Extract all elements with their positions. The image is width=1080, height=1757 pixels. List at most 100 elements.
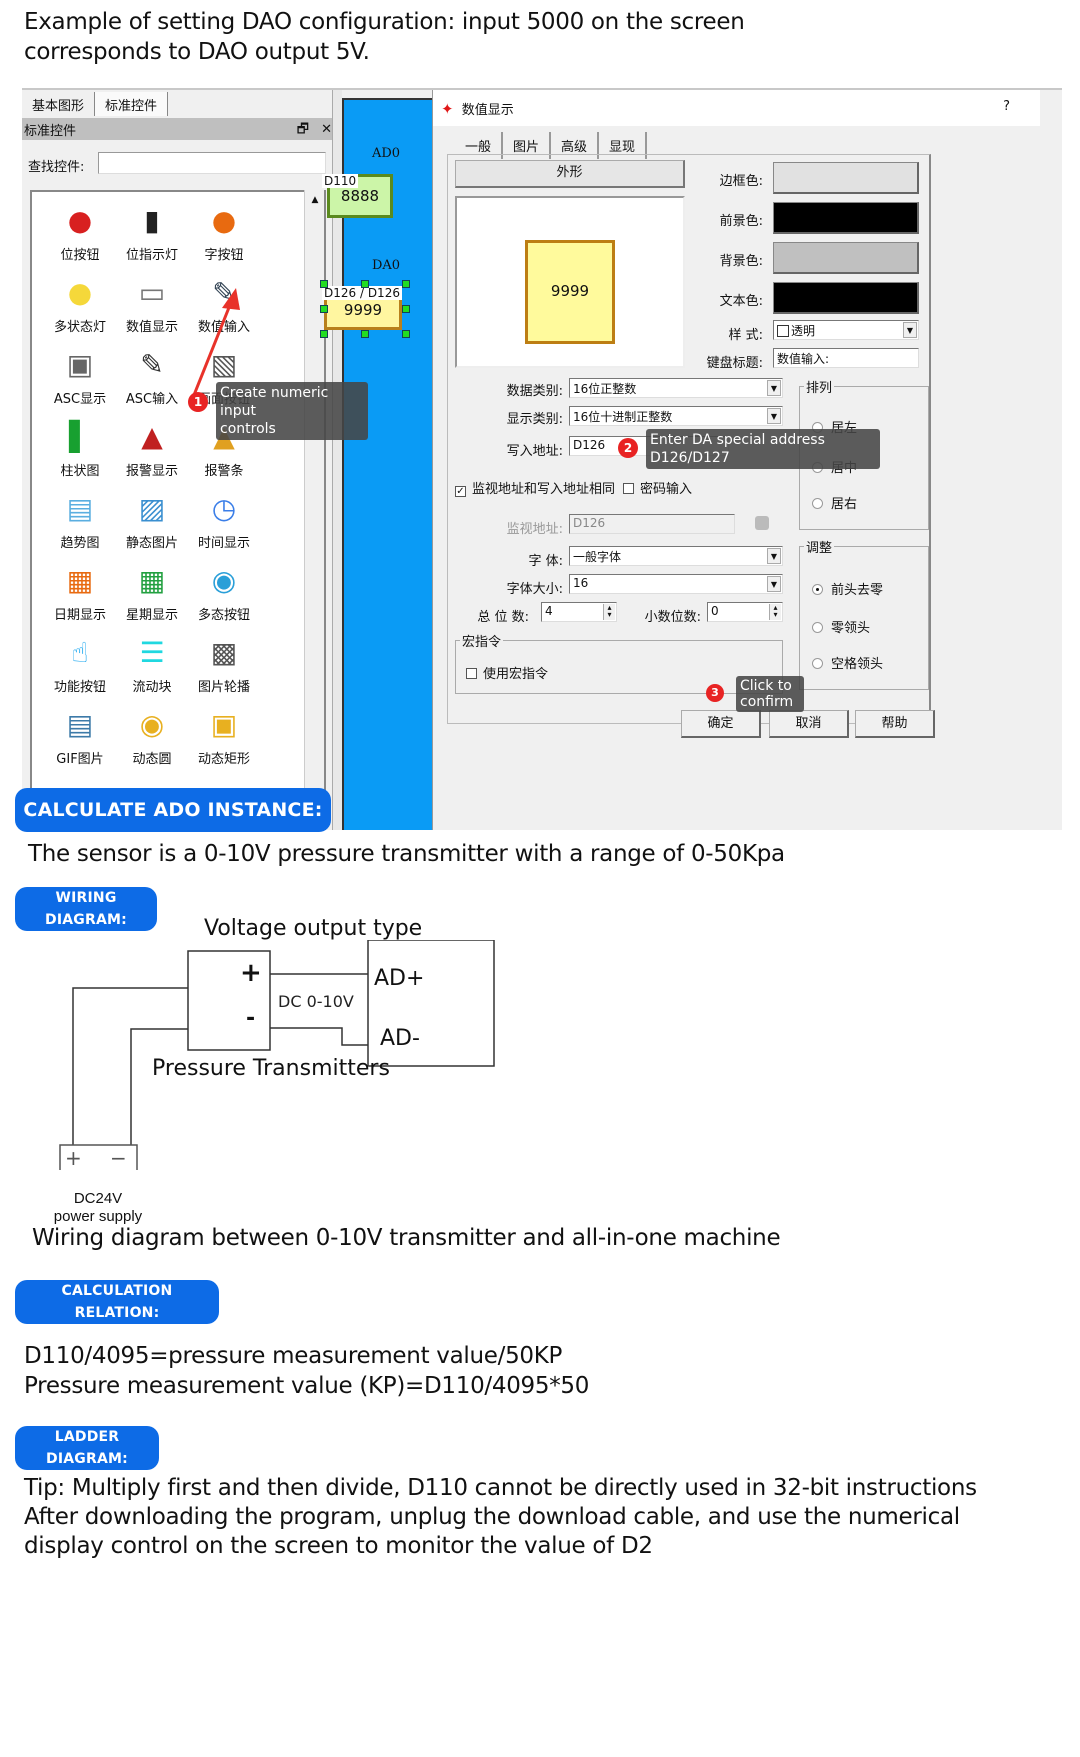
- control-item[interactable]: ▤趋势图: [40, 490, 120, 570]
- bg-color-swatch[interactable]: [773, 242, 919, 274]
- control-item[interactable]: ☝功能按钮: [40, 634, 120, 714]
- control-item[interactable]: ◉多态按钮: [184, 562, 264, 642]
- tab-picture[interactable]: 图片: [503, 132, 552, 159]
- border-color-label: 边框色:: [719, 174, 763, 189]
- monitor-address-label: 监视地址:: [506, 522, 563, 537]
- wiring-diagram: [59, 940, 495, 1170]
- section-heading-wiring: WIRING DIAGRAM:: [15, 887, 157, 931]
- controls-scrollbar[interactable]: ▲: [304, 190, 324, 830]
- control-item[interactable]: ▣动态矩形: [184, 706, 264, 786]
- total-digits-spinner[interactable]: 4 ▴▾: [541, 602, 617, 622]
- control-item[interactable]: ✎ASC输入: [112, 346, 192, 426]
- light-bulb-icon: ●: [67, 275, 93, 309]
- tab-basic-shapes[interactable]: 基本图形: [22, 92, 96, 116]
- step-badge-2: 2: [618, 438, 638, 458]
- control-label: 动态矩形: [197, 752, 250, 767]
- control-item[interactable]: ☰流动块: [112, 634, 192, 714]
- align-group-title: 排列: [804, 377, 835, 396]
- spinner-arrows-icon[interactable]: ▴▾: [603, 604, 615, 620]
- fg-color-swatch[interactable]: [773, 202, 919, 234]
- resize-handle[interactable]: [402, 305, 410, 313]
- search-controls-input[interactable]: [98, 152, 326, 174]
- cancel-button[interactable]: 取消: [769, 710, 849, 738]
- control-item[interactable]: ▭数值显示: [112, 274, 192, 354]
- preview-numeric-box: 9999: [525, 240, 615, 344]
- control-item[interactable]: ▦星期显示: [112, 562, 192, 642]
- chevron-down-icon[interactable]: ▼: [903, 322, 917, 338]
- resize-handle[interactable]: [402, 330, 410, 338]
- ok-button[interactable]: 确定: [681, 710, 761, 738]
- control-item[interactable]: ▩图片轮播: [184, 634, 264, 714]
- password-input-checkbox[interactable]: 密码输入: [623, 478, 692, 497]
- decimal-digits-spinner[interactable]: 0 ▴▾: [707, 602, 783, 622]
- chevron-down-icon[interactable]: ▼: [767, 548, 781, 564]
- align-right-radio[interactable]: 居右: [812, 493, 857, 512]
- text-color-swatch[interactable]: [773, 282, 919, 314]
- leading-zero-removed-radio[interactable]: 前头去零: [812, 579, 883, 598]
- wiring-title: Voltage output type: [204, 916, 423, 941]
- ascii-monitor-icon: ▣: [66, 347, 94, 381]
- spinner-arrows-icon[interactable]: ▴▾: [769, 604, 781, 620]
- tab-visibility[interactable]: 显现: [599, 132, 648, 159]
- control-item[interactable]: ●字按钮: [184, 202, 264, 282]
- tab-standard-controls[interactable]: 标准控件: [95, 92, 169, 116]
- intro-line-1: Example of setting DAO configuration: in…: [24, 9, 745, 35]
- font-select[interactable]: 一般字体 ▼: [569, 546, 783, 566]
- search-label: 查找控件:: [28, 160, 85, 175]
- transmitter-label: Pressure Transmitters: [152, 1056, 390, 1081]
- control-item[interactable]: ▲报警显示: [112, 418, 192, 498]
- use-macro-checkbox[interactable]: 使用宏指令: [466, 663, 548, 682]
- control-item[interactable]: ▦日期显示: [40, 562, 120, 642]
- calendar-7-icon: ▦: [138, 563, 166, 597]
- control-item[interactable]: ▨静态图片: [112, 490, 192, 570]
- resize-handle[interactable]: [361, 280, 369, 288]
- help-button[interactable]: 帮助: [855, 710, 935, 738]
- ado-label: AD0: [372, 146, 401, 161]
- panel-window-controls[interactable]: 🗗 ✕: [296, 122, 336, 137]
- keyboard-title-input[interactable]: 数值输入:: [773, 348, 919, 368]
- chevron-down-icon[interactable]: ▼: [767, 576, 781, 592]
- space-leading-radio[interactable]: 空格领头: [812, 653, 883, 672]
- help-icon[interactable]: ?: [1003, 99, 1010, 114]
- control-label: 静态图片: [125, 536, 178, 551]
- font-size-value: 16: [573, 576, 589, 590]
- resize-handle[interactable]: [320, 280, 328, 288]
- control-item[interactable]: ◷时间显示: [184, 490, 264, 570]
- password-input-label: 密码输入: [640, 482, 693, 497]
- border-color-swatch[interactable]: [773, 162, 919, 194]
- transparent-swatch-icon: [777, 325, 789, 337]
- checkbox-unchecked-icon: [466, 668, 477, 679]
- resize-handle[interactable]: [402, 280, 410, 288]
- dialog-titlebar: ✦ 数值显示 ?: [433, 90, 1040, 126]
- control-item[interactable]: ▣ASC显示: [40, 346, 120, 426]
- zero-leading-label: 零领头: [831, 621, 871, 636]
- scroll-up-button[interactable]: ▲: [311, 195, 319, 205]
- same-address-label: 监视地址和写入地址相同: [472, 482, 616, 497]
- use-macro-label: 使用宏指令: [483, 667, 549, 682]
- control-item[interactable]: ●多状态灯: [40, 274, 120, 354]
- tab-advanced[interactable]: 高级: [551, 132, 600, 159]
- chevron-down-icon[interactable]: ▼: [767, 380, 781, 396]
- style-select[interactable]: 透明 ▼: [773, 320, 919, 340]
- control-item[interactable]: ▮位指示灯: [112, 202, 192, 282]
- control-item[interactable]: ▌柱状图: [40, 418, 120, 498]
- dc-voltage-label: DC 0-10V: [278, 992, 354, 1011]
- control-item[interactable]: ◉动态圆: [112, 706, 192, 786]
- heading-line: LADDER: [54, 1429, 120, 1445]
- display-type-select[interactable]: 16位十进制正整数 ▼: [569, 406, 783, 426]
- screen-button-icon: ▧: [210, 347, 238, 381]
- resize-handle[interactable]: [361, 330, 369, 338]
- resize-handle[interactable]: [320, 305, 328, 313]
- tooltip-line: Enter DA special address: [650, 432, 825, 448]
- resize-handle[interactable]: [320, 330, 328, 338]
- control-item[interactable]: ●位按钮: [40, 202, 120, 282]
- zero-leading-radio[interactable]: 零领头: [812, 617, 870, 636]
- control-item[interactable]: ▤GIF图片: [40, 706, 120, 786]
- tab-general[interactable]: 一般: [455, 132, 504, 159]
- shape-button[interactable]: 外形: [455, 160, 685, 188]
- tooltip-create-numeric-input: Create numeric input controls: [216, 382, 368, 440]
- same-address-checkbox[interactable]: ✓监视地址和写入地址相同: [455, 478, 615, 497]
- font-size-select[interactable]: 16 ▼: [569, 574, 783, 594]
- chevron-down-icon[interactable]: ▼: [767, 408, 781, 424]
- data-type-select[interactable]: 16位正整数 ▼: [569, 378, 783, 398]
